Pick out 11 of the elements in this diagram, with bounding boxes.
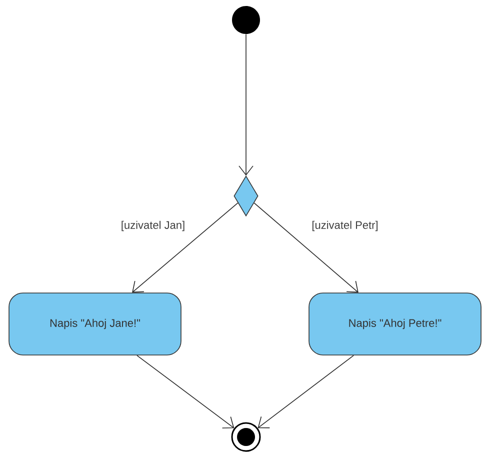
action-box: Napis "Ahoj Petre!" bbox=[308, 292, 482, 356]
action-box: Napis "Ahoj Jane!" bbox=[8, 292, 182, 356]
edge-label: [uzivatel Petr] bbox=[310, 220, 380, 232]
end-circle bbox=[231, 422, 261, 452]
arrow bbox=[238, 34, 254, 176]
start-circle bbox=[232, 6, 260, 34]
arrow bbox=[136, 354, 234, 428]
arrow bbox=[258, 354, 354, 428]
arrow bbox=[254, 202, 358, 293]
arrow bbox=[132, 202, 238, 293]
edge-label: [uzivatel Jan] bbox=[120, 220, 186, 232]
